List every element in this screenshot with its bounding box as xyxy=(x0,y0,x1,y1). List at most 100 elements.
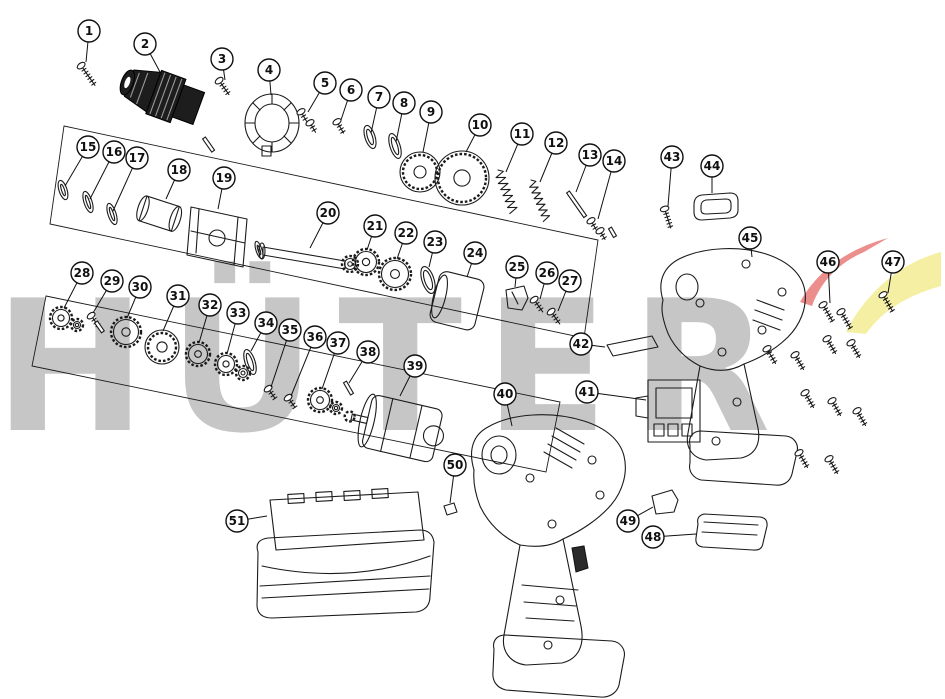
callout-12: 12 xyxy=(539,131,568,183)
callout-45: 45 xyxy=(738,226,762,258)
callout-26: 26 xyxy=(535,261,559,300)
callout-number-25: 25 xyxy=(509,260,526,274)
screw-part xyxy=(846,339,862,359)
callout-18: 18 xyxy=(165,158,191,200)
screw-part xyxy=(586,217,598,230)
callout-36: 36 xyxy=(290,325,327,397)
screw-part xyxy=(659,205,674,229)
callout-number-11: 11 xyxy=(514,127,531,141)
callout-number-7: 7 xyxy=(375,90,383,104)
callout-24: 24 xyxy=(463,241,487,278)
screw-part xyxy=(827,397,843,417)
callout-41: 41 xyxy=(575,380,647,404)
callout-number-26: 26 xyxy=(539,266,556,280)
spur-gear-part xyxy=(328,400,344,416)
callout-number-8: 8 xyxy=(400,96,408,110)
screw-part xyxy=(332,118,346,134)
spring-part xyxy=(529,179,551,223)
callout-number-36: 36 xyxy=(307,330,324,344)
callout-23: 23 xyxy=(423,230,447,268)
washer-part xyxy=(243,348,257,376)
callout-30: 30 xyxy=(126,275,152,319)
callout-number-39: 39 xyxy=(407,359,424,373)
screw-part xyxy=(296,108,308,122)
callout-number-44: 44 xyxy=(704,159,721,173)
small-clip-part xyxy=(443,502,458,516)
callout-number-30: 30 xyxy=(132,280,149,294)
generated-parts-layer xyxy=(48,61,895,475)
rear-housing-part xyxy=(660,248,806,486)
callout-number-5: 5 xyxy=(321,76,329,90)
spur-gear-part xyxy=(213,351,239,377)
callout-number-35: 35 xyxy=(282,323,299,337)
washer-part xyxy=(82,190,94,214)
callout-43: 43 xyxy=(660,145,684,207)
callout-8: 8 xyxy=(392,91,416,143)
callout-50: 50 xyxy=(443,453,467,504)
washer-part xyxy=(363,124,377,150)
screw-part xyxy=(529,295,544,313)
screw-part xyxy=(546,307,561,325)
callout-51: 51 xyxy=(225,509,268,533)
callout-number-10: 10 xyxy=(472,118,489,132)
callout-29: 29 xyxy=(92,269,124,314)
callout-44: 44 xyxy=(700,154,724,193)
callout-20: 20 xyxy=(309,201,340,249)
ring-gear-part xyxy=(399,151,441,193)
callout-number-12: 12 xyxy=(548,136,565,150)
spur-gear-part xyxy=(306,386,334,414)
logo-swoosh xyxy=(800,238,941,334)
callout-19: 19 xyxy=(212,166,236,210)
washer-part xyxy=(106,202,118,226)
callout-46: 46 xyxy=(816,250,840,304)
spur-gear-part xyxy=(234,364,252,382)
callout-number-19: 19 xyxy=(216,171,233,185)
callout-48: 48 xyxy=(641,525,697,549)
pin-part xyxy=(607,226,618,239)
spur-gear-part xyxy=(184,340,212,368)
spur-gear-part xyxy=(340,254,360,274)
screw-part xyxy=(794,449,810,469)
callout-1: 1 xyxy=(77,19,101,63)
screw-part xyxy=(762,345,778,365)
callout-number-50: 50 xyxy=(447,458,464,472)
pin-part xyxy=(93,320,106,334)
screw-part xyxy=(214,76,231,96)
callout-number-42: 42 xyxy=(573,337,590,351)
clip-part xyxy=(505,285,529,311)
callout-number-46: 46 xyxy=(820,255,837,269)
callout-31: 31 xyxy=(162,284,190,332)
callout-number-4: 4 xyxy=(265,63,273,77)
screw-part xyxy=(852,407,868,427)
contact-bracket-part xyxy=(651,489,679,515)
screw-part xyxy=(824,455,840,475)
callout-15: 15 xyxy=(64,135,100,187)
chuck-part xyxy=(119,69,206,126)
watermark-text: HÜTER xyxy=(0,261,793,473)
callout-number-23: 23 xyxy=(427,235,444,249)
washer-part xyxy=(420,266,436,294)
callout-7: 7 xyxy=(367,85,391,134)
screw-part xyxy=(790,351,806,371)
callout-28: 28 xyxy=(63,261,94,309)
washer-part xyxy=(388,132,402,160)
callout-6: 6 xyxy=(339,78,363,121)
callout-33: 33 xyxy=(226,301,250,355)
callout-number-18: 18 xyxy=(171,163,188,177)
logo-swoosh-red xyxy=(800,238,888,306)
callout-13: 13 xyxy=(575,143,602,193)
callout-5: 5 xyxy=(307,71,337,113)
callout-39: 39 xyxy=(399,354,427,397)
callout-number-28: 28 xyxy=(74,266,91,280)
logo-swoosh-yellow xyxy=(846,252,941,334)
front-housing-part xyxy=(470,414,626,698)
callout-number-27: 27 xyxy=(562,274,579,288)
screw-part xyxy=(818,301,835,323)
callout-number-37: 37 xyxy=(330,336,347,350)
callout-number-9: 9 xyxy=(427,105,435,119)
assembly-box-lower xyxy=(31,295,561,473)
callout-21: 21 xyxy=(363,214,387,251)
callout-number-17: 17 xyxy=(129,151,146,165)
spur-gear-part xyxy=(377,256,413,292)
